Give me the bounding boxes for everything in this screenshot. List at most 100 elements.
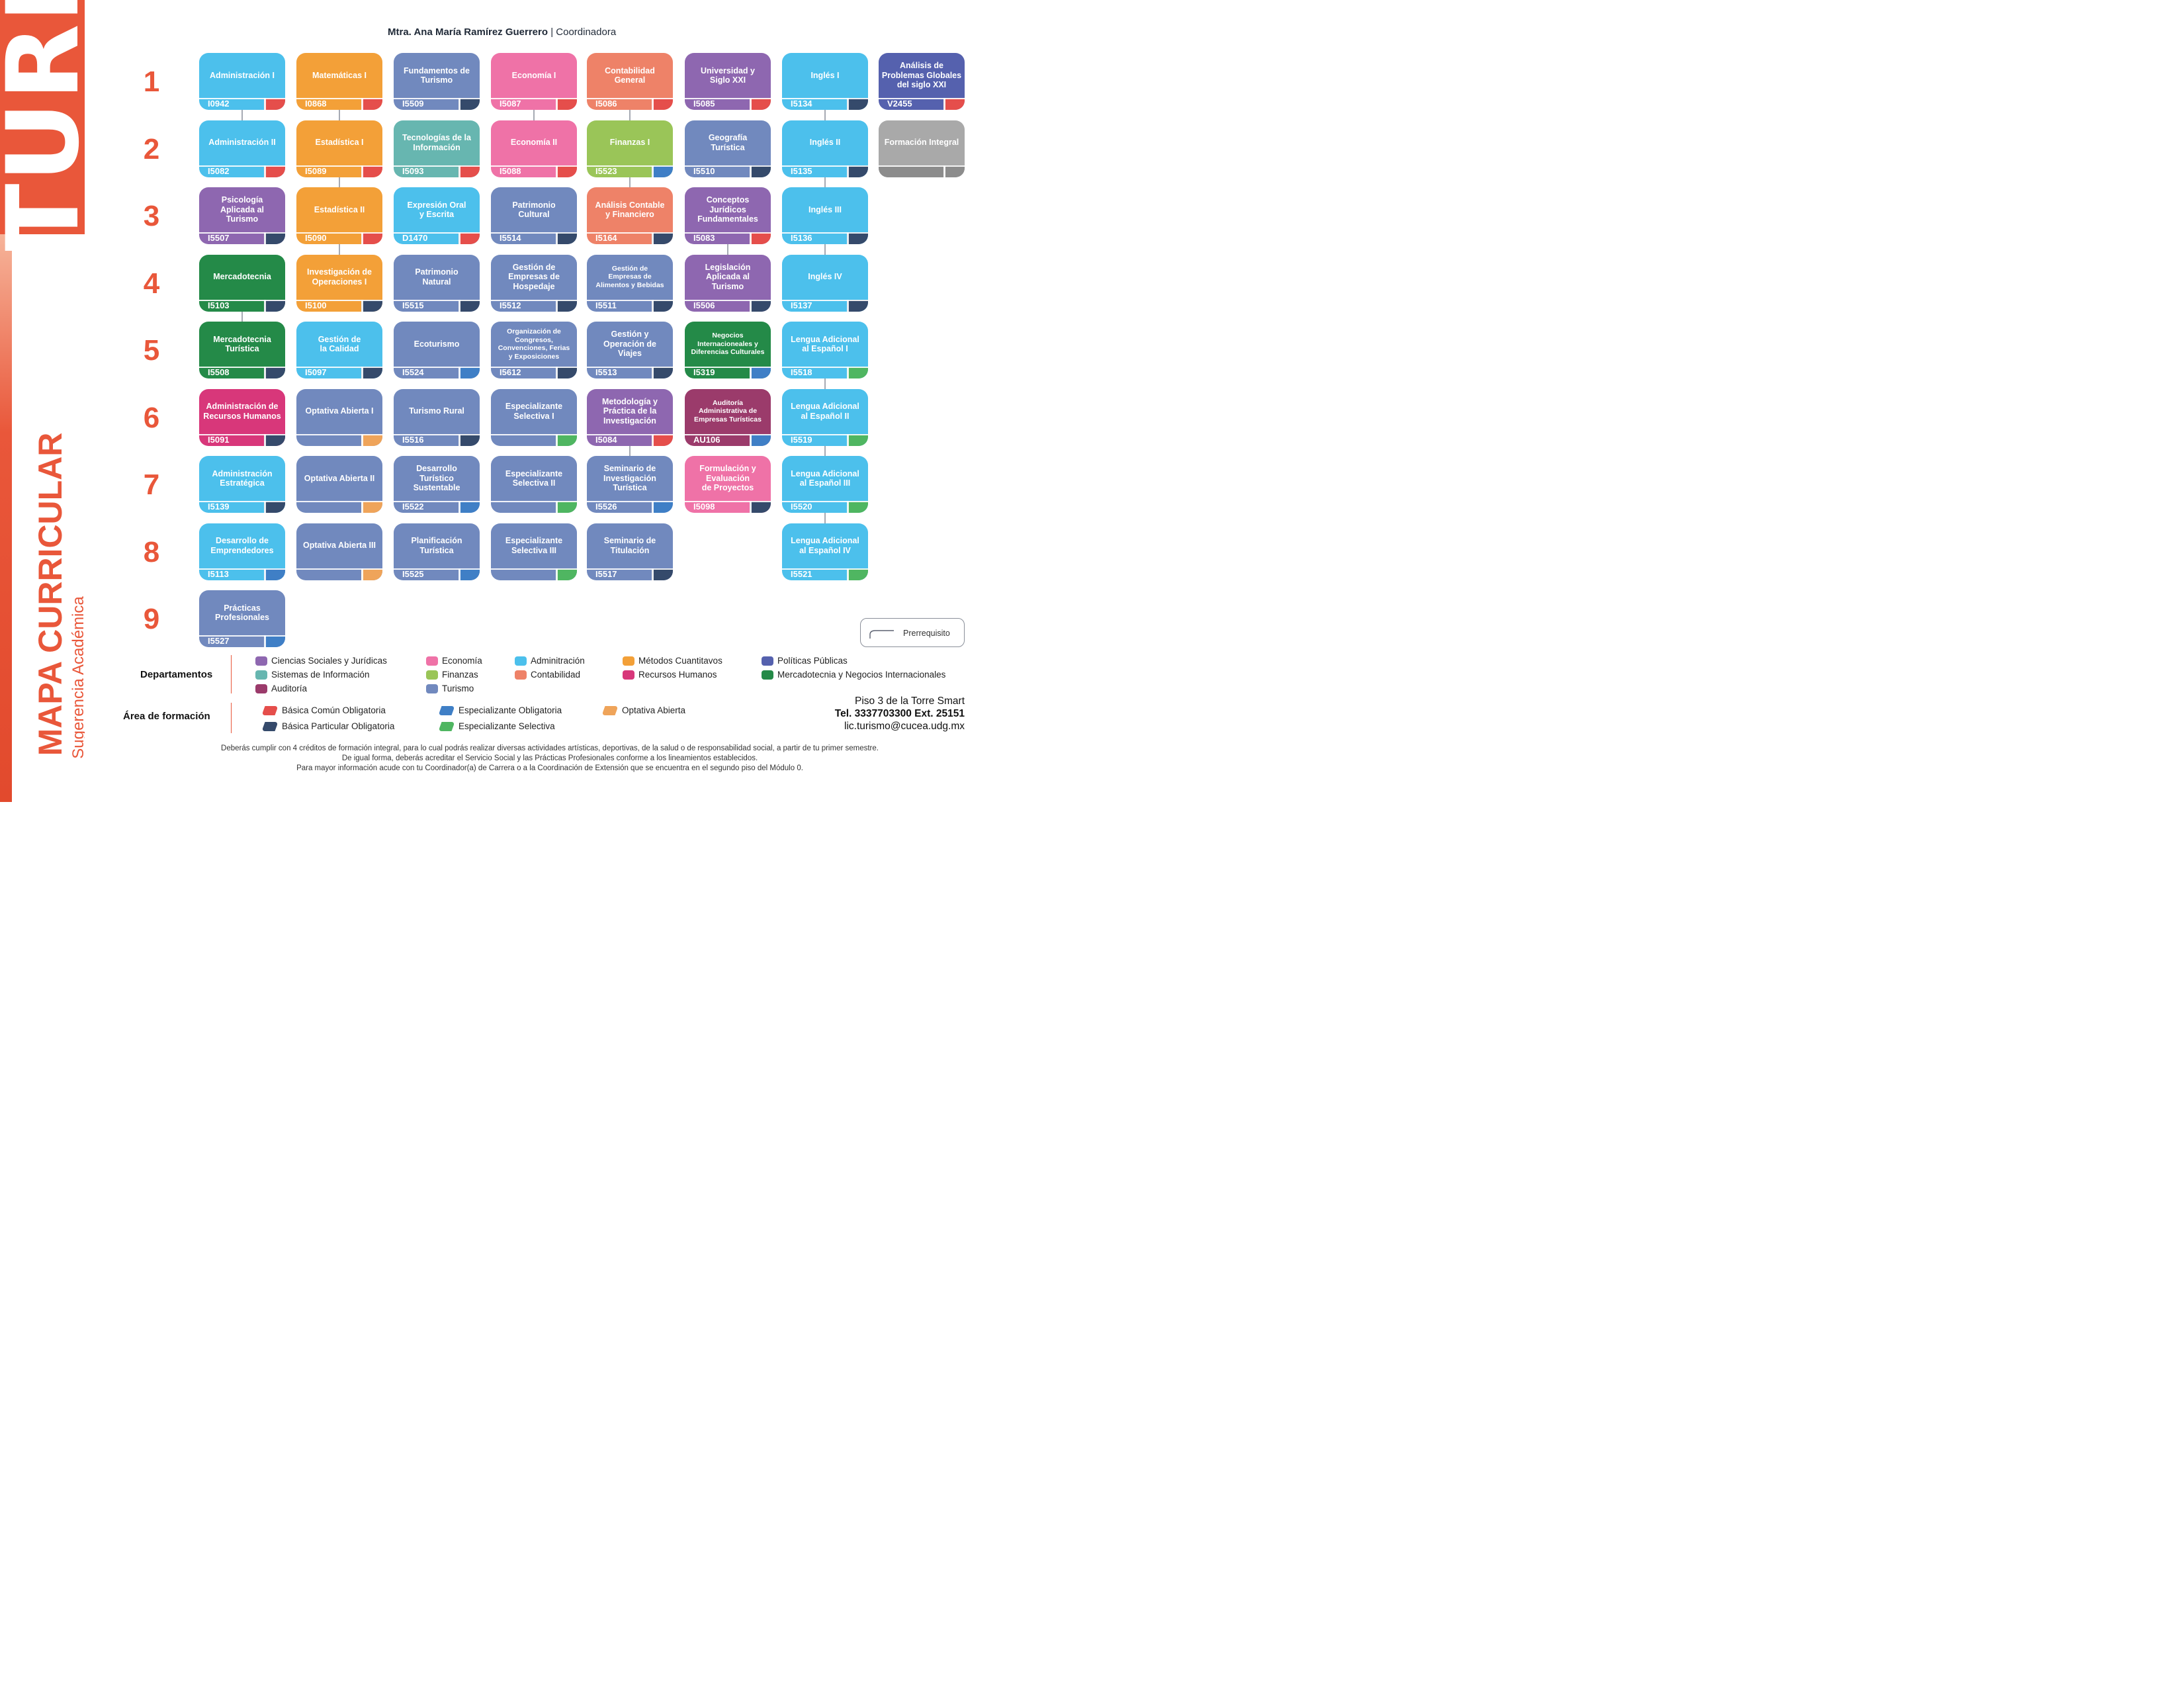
area-marker [782,367,868,378]
course-card[interactable]: Especializante Selectiva II [491,456,577,513]
prerequisite-label: Prerrequisito [903,629,950,638]
area-marker [394,501,480,513]
area-marker [296,232,382,244]
course-card[interactable]: Especializante Selectiva III [491,523,577,580]
course-card[interactable]: Gestión de Empresas de Alimentos y Bebid… [587,254,673,312]
course-card[interactable]: Especializante Selectiva I [491,388,577,446]
course-code: I5514 [500,233,521,243]
course-card[interactable]: Negocios Internacioneales y Diferencias … [685,322,771,378]
area-marker [491,232,577,244]
coordinator-line: Mtra. Ana María Ramírez Guerrero | Coord… [388,26,616,39]
course-card[interactable]: Optativa Abierta II [296,456,382,513]
department-legend-item: Economía [426,655,482,667]
course-name: Optativa Abierta I [305,406,374,416]
course-card[interactable]: Auditoría Administrativa de Empresas Tur… [685,388,771,446]
course-code: I5519 [791,434,812,445]
department-legend-item: Adminitración [515,655,585,667]
area-marker [491,98,577,110]
course-name: Desarrollo Turístico Sustentable [413,464,460,493]
course-card[interactable]: Optativa Abierta III [296,523,382,580]
area-swatch [261,722,279,731]
course-card[interactable]: Formación Integral [879,120,965,177]
contact-email[interactable]: lic.turismo@cucea.udg.mx [844,721,965,732]
area-label: Especializante Selectiva [459,721,555,731]
area-marker [491,501,577,513]
area-marker [199,299,285,312]
page-subtitle: Sugerencia Académica [69,596,85,759]
course-name: Administración de Recursos Humanos [203,402,281,421]
course-code: AU106 [693,434,721,445]
department-legend-item: Sistemas de Información [255,669,370,681]
course-card[interactable]: Metodología y Práctica de la Investigaci… [587,388,673,446]
area-marker [394,299,480,312]
course-name: Administración II [208,138,276,148]
course-name: Especializante Selectiva II [505,468,563,488]
course-card[interactable]: Organización de Congresos, Convenciones,… [491,322,577,378]
area-marker [685,501,771,513]
course-code: I5513 [595,367,617,377]
course-name: Negocios Internacioneales y Diferencias … [691,332,765,357]
contact-phone: Tel. 3337703300 Ext. 25151 [834,708,965,719]
area-label: Especializante Obligatoria [459,705,562,715]
course-code: I5612 [500,367,521,377]
course-code: I0942 [208,99,230,109]
department-legend-item: Contabilidad [515,669,580,681]
course-name: Optativa Abierta III [303,541,376,551]
department-legend-item: Ciencias Sociales y Jurídicas [255,655,387,667]
course-code: I5512 [500,300,521,310]
area-marker [879,98,965,110]
course-name: Inglés IV [808,272,842,282]
course-card[interactable]: Análisis de Problemas Globales del siglo… [879,53,965,110]
course-code: I5134 [791,99,812,109]
department-label: Mercadotecnia y Negocios Internacionales [777,670,946,680]
course-card[interactable]: Optativa Abierta I [296,388,382,446]
course-name: Lengua Adicional al Español III [791,468,859,488]
area-marker [491,568,577,580]
